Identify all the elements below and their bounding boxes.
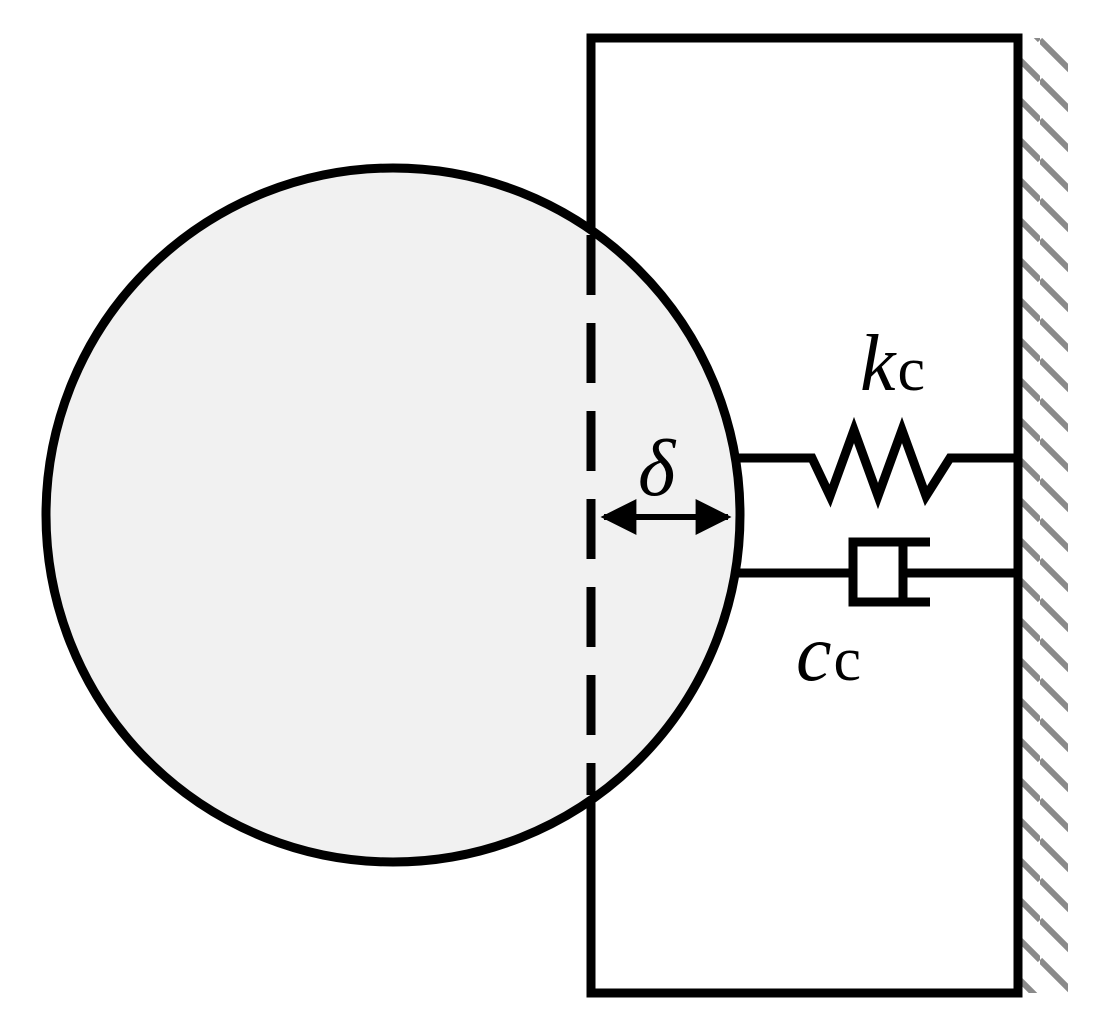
fixed-wall-hatching [1022, 38, 1068, 993]
damper [736, 537, 1016, 607]
damping-label: cc [796, 610, 861, 698]
stiffness-label: kc [860, 320, 925, 408]
damping-subscript: c [834, 626, 862, 694]
penetration-label: δ [638, 425, 677, 513]
sphere [41, 163, 745, 867]
stiffness-subscript: c [898, 336, 926, 404]
damping-symbol: c [796, 610, 832, 698]
spring [736, 416, 1016, 510]
stiffness-symbol: k [860, 320, 897, 408]
